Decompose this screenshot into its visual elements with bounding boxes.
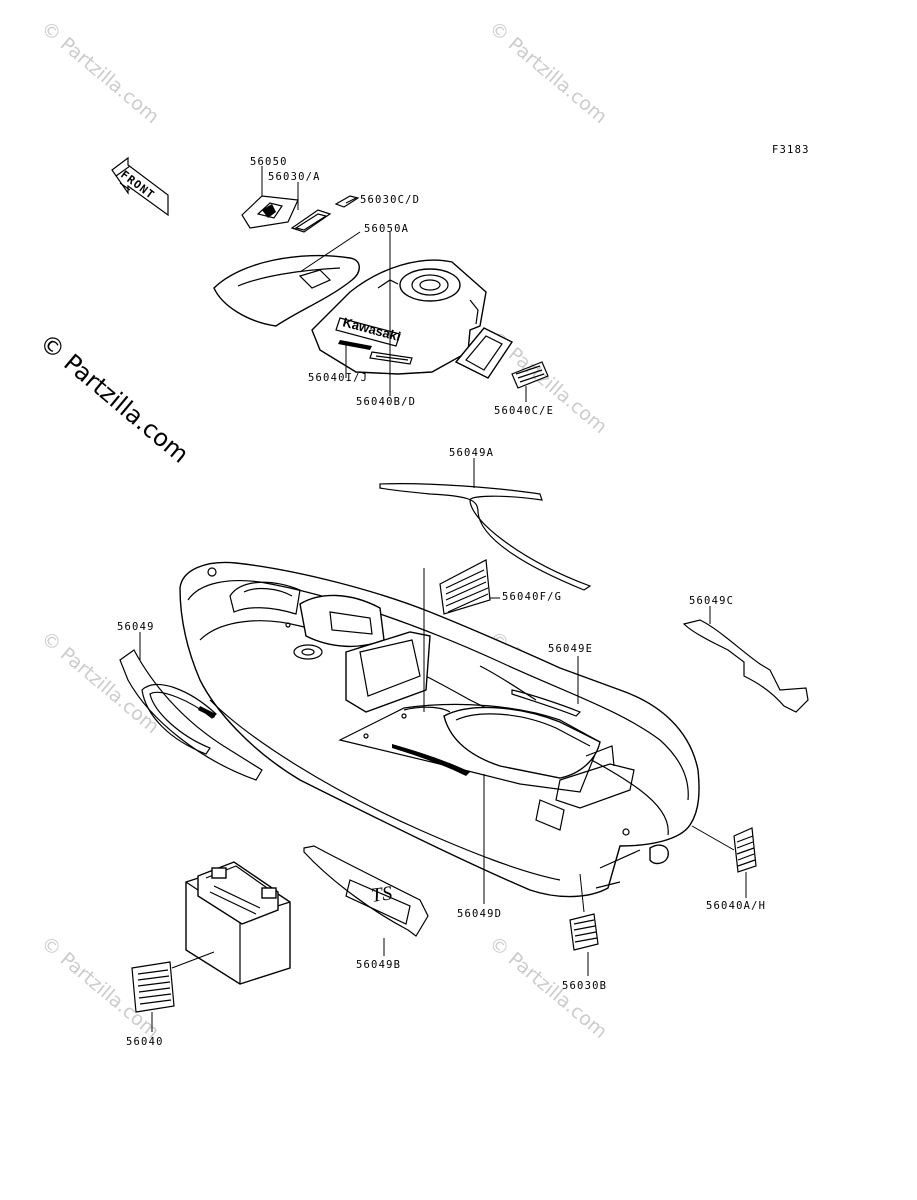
seat-and-hood-assembly: Kawasaki xyxy=(213,195,549,389)
battery-terminal-left xyxy=(211,867,227,879)
decal-56049 xyxy=(119,632,263,781)
battery xyxy=(171,861,291,985)
figure-id: F3183 xyxy=(772,144,810,156)
front-label: FRONT xyxy=(118,168,157,202)
decal-56049b: TS xyxy=(303,845,429,956)
decal-56040ah xyxy=(691,825,757,898)
gauge-pod xyxy=(399,268,461,302)
decal-56030cd xyxy=(334,195,360,208)
callout-56049a: 56049A xyxy=(449,447,494,459)
callout-56030a: 56030/A xyxy=(268,171,321,183)
decal-56049d xyxy=(392,744,485,904)
callout-56049e: 56049E xyxy=(548,643,593,655)
callout-56049d: 56049D xyxy=(457,908,502,920)
callout-56049: 56049 xyxy=(117,621,155,633)
decal-56049e xyxy=(511,656,582,717)
callout-56049c: 56049C xyxy=(689,595,734,607)
callout-56040ah: 56040A/H xyxy=(706,900,766,912)
battery-terminal-right xyxy=(261,887,277,899)
hood-bracket xyxy=(454,327,514,379)
decal-56040fg xyxy=(423,559,500,712)
decal-56030a xyxy=(290,209,332,233)
callout-56049b: 56049B xyxy=(356,959,401,971)
decal-56049c xyxy=(682,606,809,713)
callout-56050a: 56050A xyxy=(364,223,409,235)
watermark-bottom-left: © Partzilla.com xyxy=(37,932,163,1043)
decal-56040ce xyxy=(511,361,549,389)
ts-text: TS xyxy=(370,882,394,907)
callout-56040ij: 56040I/J xyxy=(308,372,368,384)
callout-56040fg: 56040F/G xyxy=(502,591,562,603)
watermark-top-right: © Partzilla.com xyxy=(485,17,611,128)
decal-56030b xyxy=(569,873,599,976)
callout-56040ce: 56040C/E xyxy=(494,405,554,417)
watercraft-hull xyxy=(179,561,700,898)
watermark-lower-left: © Partzilla.com xyxy=(37,627,163,738)
callout-56040: 56040 xyxy=(126,1036,164,1048)
callout-56040bd: 56040B/D xyxy=(356,396,416,408)
watermark-top-left: © Partzilla.com xyxy=(37,17,163,128)
callout-56030b: 56030B xyxy=(562,980,607,992)
callout-56050: 56050 xyxy=(250,156,288,168)
watermark-layer: © Partzilla.com © Partzilla.com © Partzi… xyxy=(34,17,611,1043)
decal-56050 xyxy=(241,195,299,229)
decal-56040 xyxy=(131,961,175,1032)
upper-leaders xyxy=(261,166,527,402)
watermark-main: © Partzilla.com xyxy=(34,328,194,468)
front-arrow-icon: FRONT xyxy=(111,156,169,217)
callout-56030cd: 56030C/D xyxy=(360,194,420,206)
decal-56049a xyxy=(379,458,592,591)
